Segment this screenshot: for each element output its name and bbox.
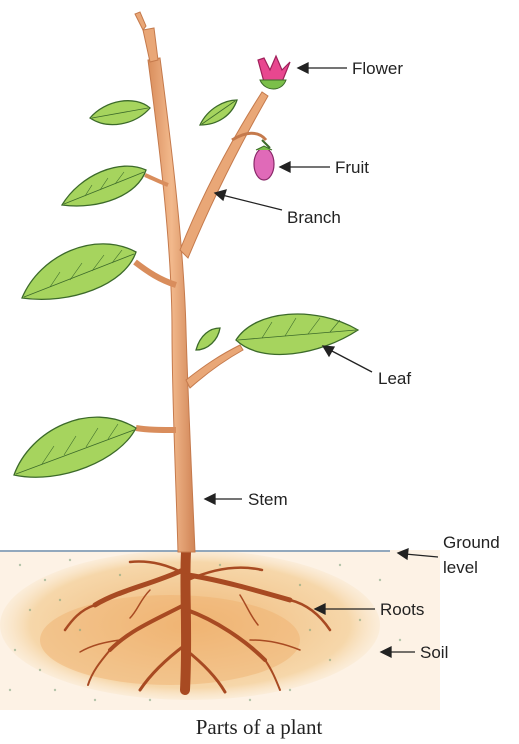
fruit-arrow (280, 162, 330, 172)
branch-arrow (215, 190, 282, 210)
ground-level-label-line1: Ground (443, 533, 500, 552)
leaf-bottom-left (14, 417, 136, 477)
stem-label: Stem (248, 490, 288, 509)
ground-level-label-line2: level (443, 558, 478, 577)
leaf-upper-left (62, 166, 146, 206)
roots-label: Roots (380, 600, 424, 619)
leaf-label: Leaf (378, 369, 411, 388)
leaf-small-right (200, 100, 237, 125)
diagram-caption: Parts of a plant (196, 715, 323, 739)
flower-arrow (298, 63, 347, 73)
fruit (254, 140, 274, 180)
leaf-right (236, 314, 358, 354)
branch (135, 92, 268, 430)
leaf-mid-left (22, 244, 136, 300)
leaf-arrow (323, 346, 372, 372)
fruit-label: Fruit (335, 158, 369, 177)
stem-arrow (205, 494, 242, 504)
soil-label: Soil (420, 643, 448, 662)
leaf-top-left (90, 101, 150, 125)
leaf-small-bud (196, 328, 220, 350)
flower (258, 56, 290, 89)
branch-label: Branch (287, 208, 341, 227)
flower-label: Flower (352, 59, 403, 78)
